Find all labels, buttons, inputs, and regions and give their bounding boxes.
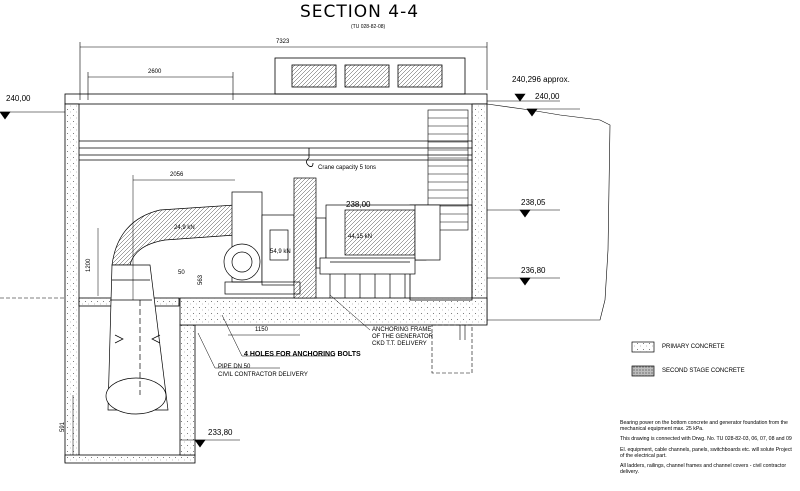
level-platform: 238,00	[346, 200, 371, 209]
anchoring-frame-label-3: CKD T.T. DELIVERY	[372, 341, 427, 347]
drawing-notes: Bearing power on the bottom concrete and…	[620, 420, 795, 479]
top-dimension-lines	[79, 42, 488, 100]
legend-second-stage-concrete: SECOND STAGE CONCRETE	[662, 368, 745, 374]
turbine-and-draft-tube	[105, 191, 295, 415]
anchoring-holes-label: 4 HOLES FOR ANCHORING BOLTS	[244, 351, 361, 358]
building-walls	[64, 103, 488, 464]
legend-primary-concrete: PRIMARY CONCRETE	[662, 344, 725, 350]
staircase	[427, 109, 469, 231]
anchoring-frame-label-1: ANCHORING FRAME	[372, 327, 432, 333]
dim-bottom-height: 591	[60, 421, 66, 432]
drawing-title: SECTION 4-4	[300, 2, 420, 22]
load-label-3: 44,15 kN	[348, 234, 373, 240]
note-4: All ladders, railings, channel frames an…	[620, 463, 787, 476]
equipment-dimension-lines	[72, 175, 300, 455]
dim-small-50: 50	[178, 270, 185, 276]
dim-overall-width: 7323	[276, 39, 290, 45]
level-right-mid: 238,05	[521, 198, 546, 207]
level-right-top: 240,00	[535, 92, 560, 101]
legend-swatches	[631, 341, 655, 377]
load-label-2: 54,9 kN	[270, 249, 291, 255]
crane-rails	[79, 140, 472, 161]
drawing-subtitle: (TU 028-82-08)	[351, 24, 386, 30]
level-right-low: 236,80	[521, 266, 546, 275]
dim-left-span: 2600	[148, 69, 162, 75]
anchoring-frame-label-2: OF THE GENERATOR	[372, 334, 434, 340]
dim-turbine-span: 2056	[170, 172, 184, 178]
level-markers	[0, 93, 580, 448]
leader-lines	[197, 294, 371, 369]
crane-capacity-label: Crane capacity 5 tons	[318, 165, 377, 171]
note-2: This drawing is connected with Drwg. No.…	[620, 436, 792, 443]
dim-vertical-1200: 1200	[86, 258, 92, 272]
terrain-line	[486, 103, 611, 321]
load-label-1: 24,9 kN	[174, 225, 195, 231]
level-bottom: 233,80	[208, 428, 233, 437]
dim-anchor-span: 1150	[255, 327, 268, 333]
dim-small-563: 563	[198, 274, 204, 285]
roof-structure	[64, 57, 488, 105]
pipe-label-1: PIPE DN 50	[218, 364, 251, 370]
level-left-top: 240,00	[6, 94, 31, 103]
pipe-label-2: CIVIL CONTRACTOR DELIVERY	[218, 372, 308, 378]
flywheel-and-generator	[224, 177, 441, 299]
note-1: Bearing power on the bottom concrete and…	[620, 420, 788, 433]
pit-and-drainage	[431, 324, 473, 374]
level-right-top-approx: 240,296 approx.	[512, 75, 570, 84]
crane-hook	[306, 148, 314, 167]
note-3: El. equipment, cable channels, panels, s…	[620, 446, 792, 459]
